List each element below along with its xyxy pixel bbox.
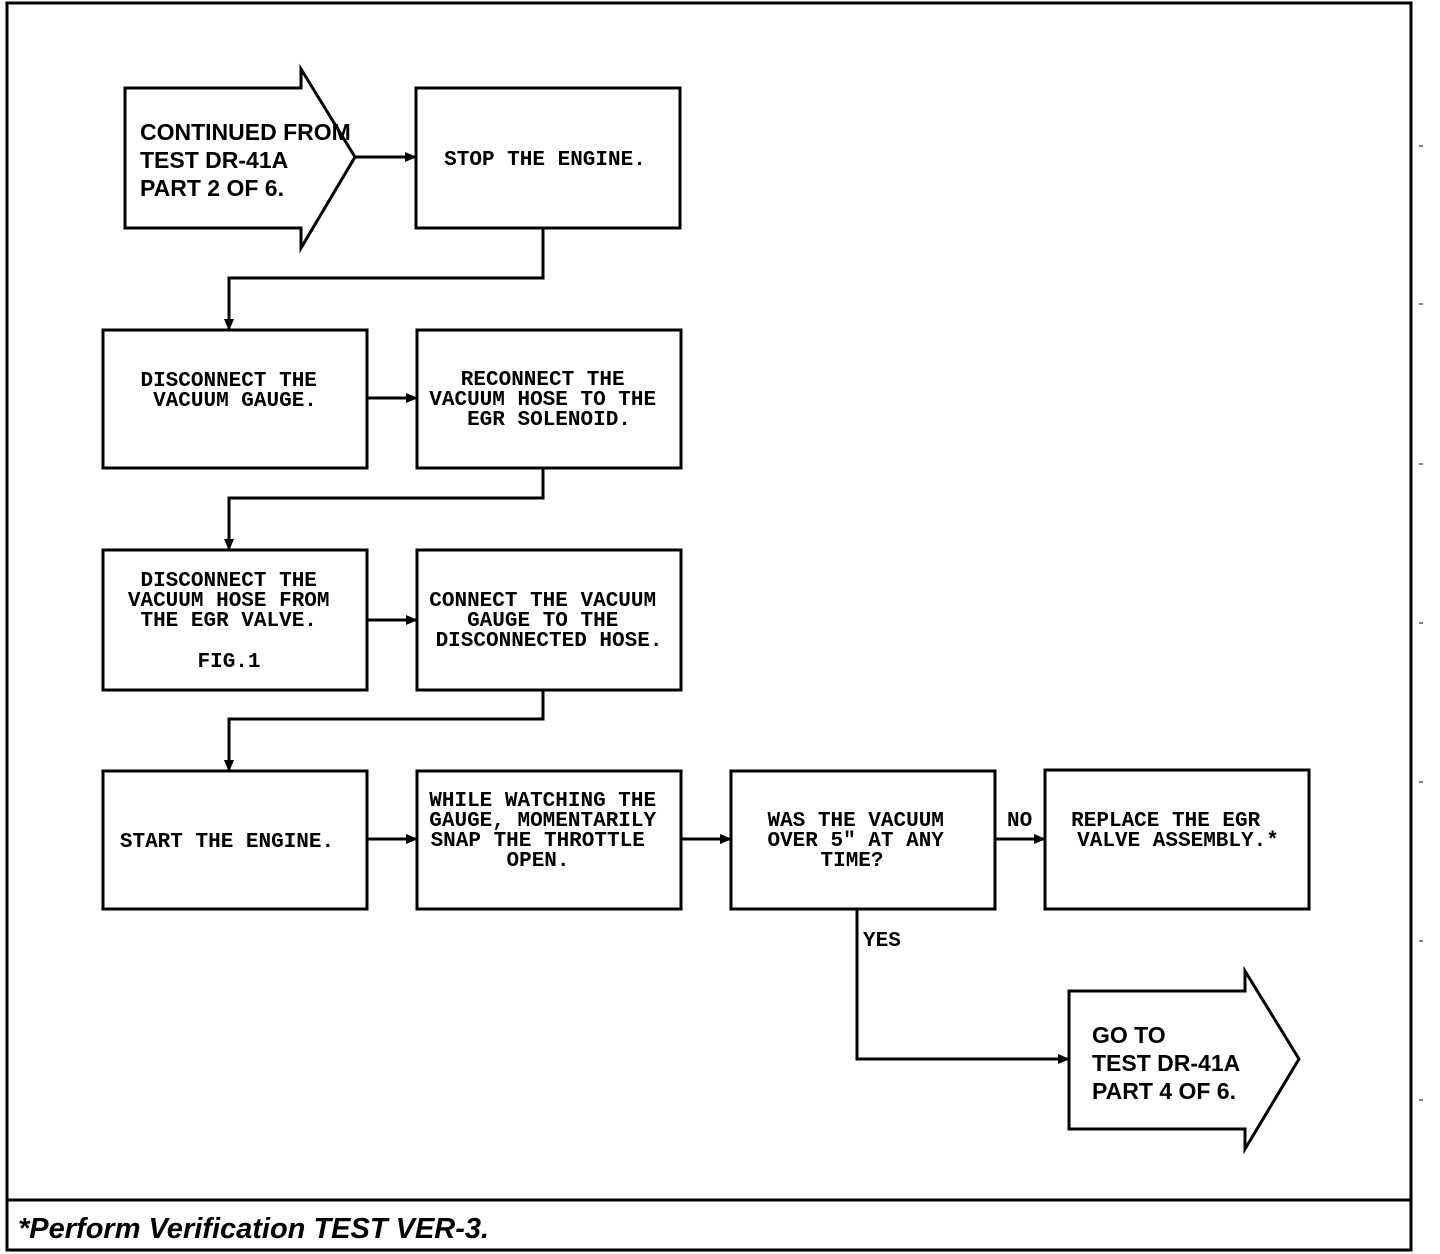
margin-ticks [1419,145,1423,1101]
box-decision [729,769,997,911]
edge-label-yes: YES [863,930,901,953]
box-replace-valve [1043,768,1311,911]
box-replace-valve-text: REPLACE THE EGR VALVE ASSEMBLY.* [1071,810,1279,853]
connector-stop-to-disconnect-gauge [224,228,545,331]
page-border [5,1,1413,1252]
box-start-engine [101,769,369,911]
box-decision-text: WAS THE VACUUM OVER 5" AT ANY TIME? [767,810,956,873]
footer-note: *Perform Verification TEST VER-3. [18,1213,489,1245]
box-disconnect-hose-text: DISCONNECT THE VACUUM HOSE FROM THE EGR … [128,570,342,674]
box-start-engine-text: START THE ENGINE. [120,831,334,854]
box-disconnect-gauge-text: DISCONNECT THE VACUUM GAUGE. [140,370,329,413]
box-stop-engine-text: STOP THE ENGINE. [444,149,646,172]
connector-reconnect-to-disconnect-hose [224,468,545,551]
goto-arrow-shape [1067,965,1301,1155]
connector-decision-yes [855,909,1070,1064]
box-disconnect-gauge [101,328,369,470]
connector-connect-gauge-to-start [224,690,545,772]
box-disconnect-hose [101,548,369,692]
box-reconnect-hose [415,328,683,470]
box-snap-throttle [415,769,683,911]
box-connect-gauge [415,548,683,692]
start-arrow-shape [123,63,357,254]
edge-label-no: NO [1007,810,1032,833]
box-reconnect-hose-text: RECONNECT THE VACUUM HOSE TO THE EGR SOL… [429,369,668,432]
goto-arrow-text: GO TO TEST DR-41A PART 4 OF 6. [1092,1022,1246,1104]
box-connect-gauge-text: CONNECT THE VACUUM GAUGE TO THE DISCONNE… [429,590,668,653]
box-snap-throttle-text: WHILE WATCHING THE GAUGE, MOMENTARILY SN… [429,790,668,873]
start-arrow-text: CONTINUED FROM TEST DR-41A PART 2 OF 6. [140,119,357,201]
box-stop-engine [414,86,682,230]
